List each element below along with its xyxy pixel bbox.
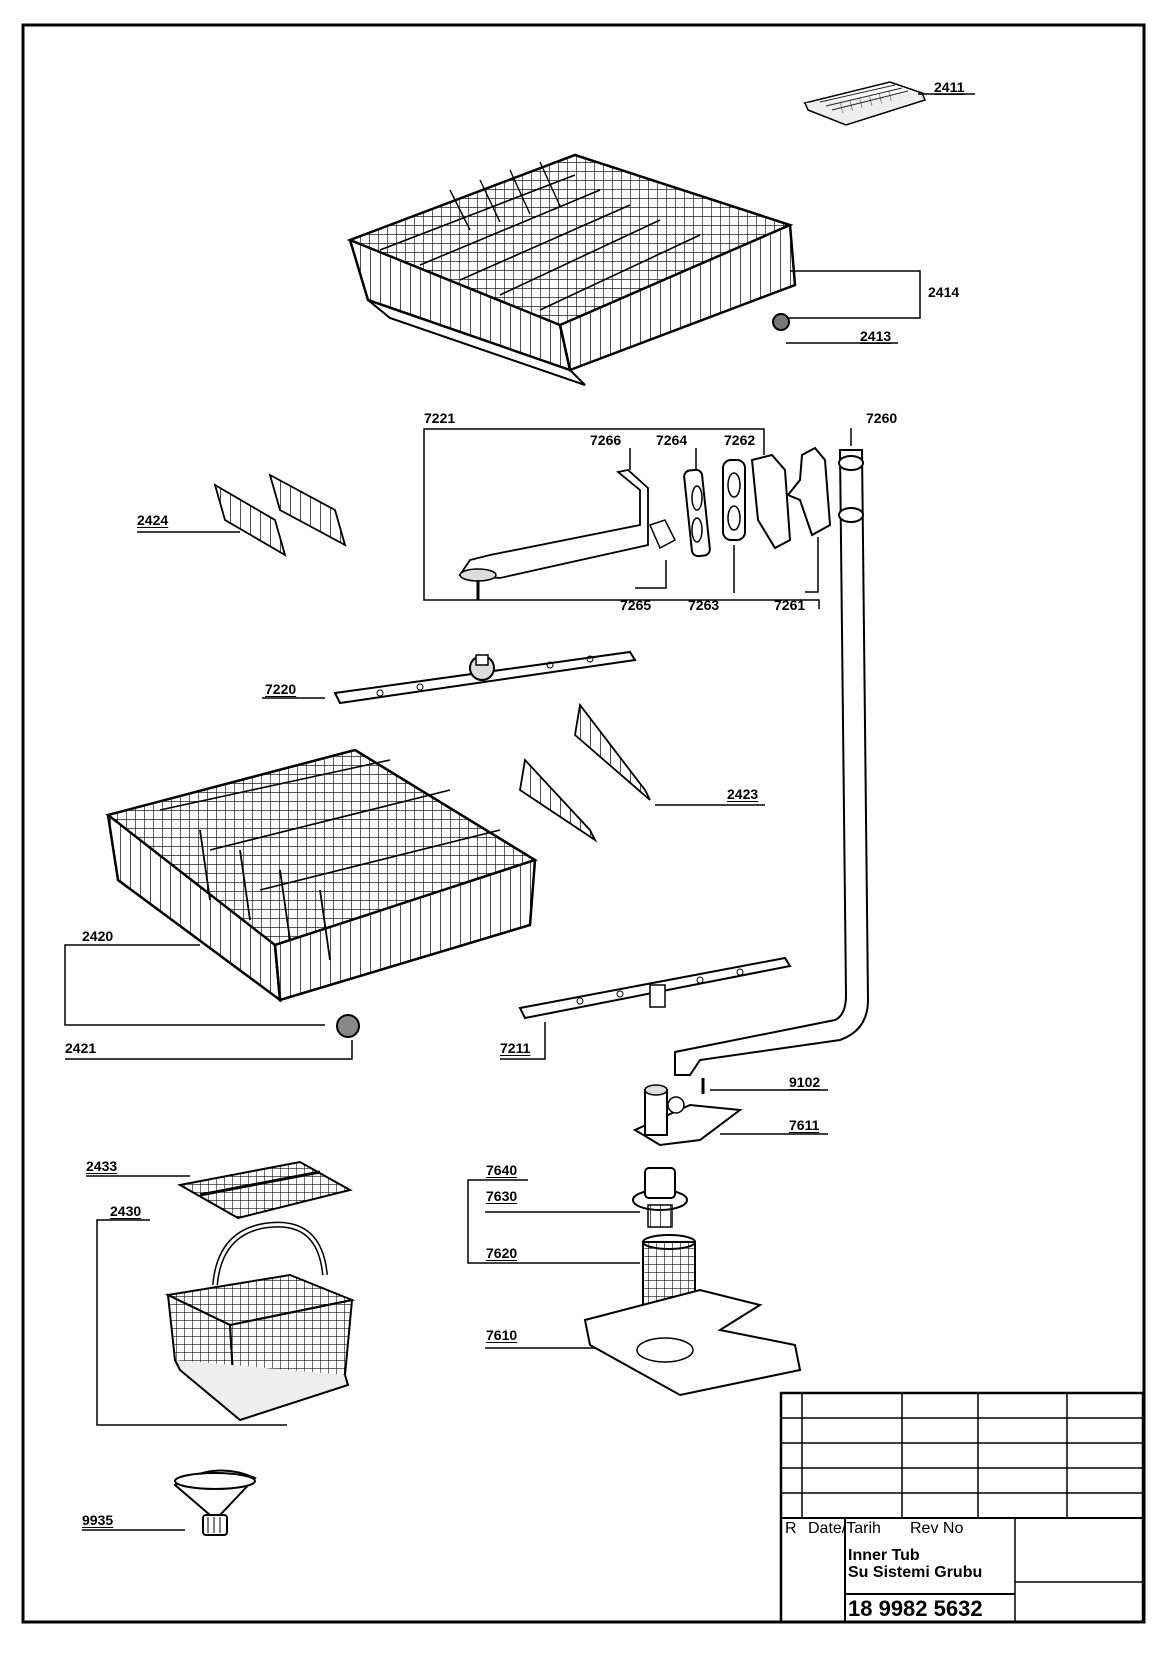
part-2433-grid-cover: [177, 1160, 353, 1220]
label-2411: 2411: [934, 79, 965, 95]
label-7620: 7620: [486, 1245, 518, 1261]
leader-2421: [65, 1040, 353, 1060]
part-2413-wheel: [772, 313, 790, 331]
label-7630: 7630: [486, 1188, 518, 1204]
part-7262-bracket: [750, 453, 792, 550]
lower-basket: [105, 748, 538, 1003]
label-2424: 2424: [137, 512, 169, 528]
label-2421: 2421: [65, 1040, 97, 1056]
label-9935: 9935: [82, 1512, 114, 1528]
part-7611-sump: [632, 1084, 743, 1147]
title-block-title-tr: Su Sistemi Grubu: [848, 1564, 983, 1581]
label-7260: 7260: [866, 410, 898, 426]
part-2423-tine-racks: [519, 702, 651, 843]
label-2420: 2420: [82, 928, 114, 944]
part-7211-spray-arm: [518, 956, 792, 1020]
part-9935-funnel: [173, 1469, 257, 1536]
title-block-grid: [779, 1391, 1145, 1624]
title-block-r: R: [785, 1520, 797, 1537]
leader-2420: [64, 944, 325, 1026]
label-2423: 2423: [727, 786, 759, 802]
title-block-rev: Rev No: [910, 1520, 964, 1537]
part-7260-water-pipe: [674, 449, 870, 1076]
leader-2414: [788, 270, 921, 319]
label-7220: 7220: [265, 681, 297, 697]
label-7266: 7266: [590, 432, 622, 448]
part-2421-wheel: [336, 1014, 360, 1038]
label-7264: 7264: [656, 432, 688, 448]
leader-7261: [805, 537, 819, 593]
label-2433: 2433: [86, 1158, 118, 1174]
label-7261: 7261: [774, 597, 806, 613]
label-2430: 2430: [110, 1203, 142, 1219]
label-7262: 7262: [724, 432, 756, 448]
leader-7640: [467, 1179, 640, 1264]
part-7265-clip: [648, 519, 676, 550]
part-2411-tray: [802, 81, 927, 126]
part-7610-filter-plate: [583, 1288, 802, 1397]
part-2430-cutlery-basket: [164, 1221, 356, 1422]
label-2414: 2414: [928, 284, 960, 300]
label-7221: 7221: [424, 410, 456, 426]
upper-basket: [346, 153, 797, 386]
label-7263: 7263: [688, 597, 720, 613]
part-7261-connector: [786, 446, 832, 537]
group-box-7221: [423, 428, 820, 609]
part-7220-spray-arm: [333, 650, 637, 705]
part-2424-tines: [213, 473, 347, 557]
part-7263-gasket: [722, 459, 746, 541]
leader-7265: [635, 560, 667, 589]
label-7610: 7610: [486, 1327, 518, 1343]
label-7640: 7640: [486, 1162, 518, 1178]
leader-7211: [500, 1022, 546, 1060]
part-7266-pipe: [458, 469, 649, 600]
label-7265: 7265: [620, 597, 652, 613]
label-9102: 9102: [789, 1074, 821, 1090]
sheet-border: [21, 23, 1146, 1624]
label-7211: 7211: [500, 1040, 531, 1056]
title-block-part-number: 18 9982 5632: [848, 1596, 983, 1621]
part-7264-seal: [683, 468, 711, 558]
leader-2430: [96, 1219, 287, 1426]
label-7611: 7611: [789, 1117, 820, 1133]
title-block-title-en: Inner Tub: [848, 1547, 920, 1564]
part-7630-filter: [632, 1167, 688, 1228]
title-block-date: Date/Tarih: [808, 1520, 881, 1537]
label-2413: 2413: [860, 328, 892, 344]
